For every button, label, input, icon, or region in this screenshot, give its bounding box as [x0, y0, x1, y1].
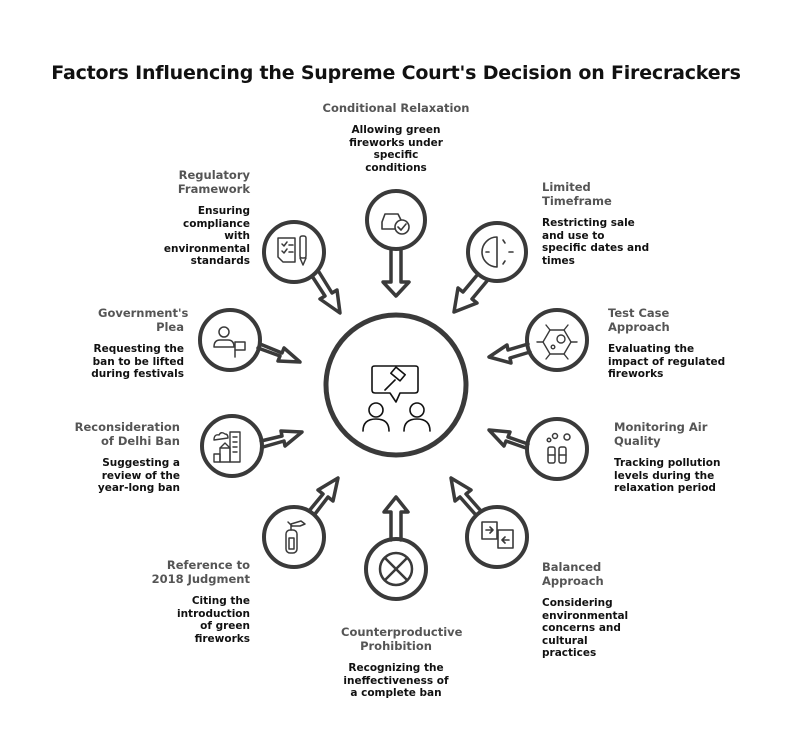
hexagon-molecule-icon — [536, 324, 578, 360]
factor-node-balanced-approach — [449, 476, 529, 569]
factor-heading: Conditional Relaxation — [322, 101, 470, 115]
factor-description: Ensuring compliance with environmental s… — [163, 205, 250, 267]
factor-heading: Reconsideration of Delhi Ban — [74, 420, 180, 448]
factor-heading: Monitoring Air Quality — [614, 420, 708, 448]
factor-description: Restricting sale and use to specific dat… — [542, 217, 650, 267]
factor-node-counterproductive-prohibition — [364, 495, 428, 601]
exchange-documents-icon — [481, 521, 514, 549]
factor-limited-timeframe: Limited Timeframe Restricting sale and u… — [542, 180, 652, 267]
factor-heading: Reference to 2018 Judgment — [151, 558, 250, 586]
factor-description: Allowing green fireworks under specific … — [349, 124, 443, 174]
factor-heading: Counterproductive Prohibition — [341, 625, 463, 653]
factor-test-case-approach: Test Case Approach Evaluating the impact… — [608, 306, 726, 381]
factor-node-government-plea — [198, 308, 302, 372]
factor-reconsideration-delhi-ban: Reconsideration of Delhi Ban Suggesting … — [72, 420, 180, 495]
car-check-icon — [381, 213, 410, 235]
person-flag-icon — [213, 326, 246, 358]
factor-description: Evaluating the impact of regulated firew… — [608, 343, 726, 380]
center-hub — [323, 312, 469, 458]
factor-heading: Regulatory Framework — [177, 168, 250, 196]
factor-node-limited-timeframe — [452, 221, 528, 314]
factor-heading: Government's Plea — [98, 306, 189, 334]
factor-counterproductive-prohibition: Counterproductive Prohibition Recognizin… — [321, 625, 471, 700]
half-clock-icon — [481, 236, 514, 268]
factor-node-delhi-ban — [200, 414, 304, 478]
checklist-pen-icon — [277, 235, 307, 266]
fire-extinguisher-icon — [285, 520, 306, 554]
factor-monitoring-air-quality: Monitoring Air Quality Tracking pollutio… — [614, 420, 724, 495]
diagram-title: Factors Influencing the Supreme Court's … — [51, 62, 741, 84]
factor-node-2018-judgment — [262, 476, 340, 569]
factor-description: Tracking pollution levels during the rel… — [614, 457, 721, 494]
factor-heading: Balanced Approach — [542, 560, 604, 588]
factor-description: Requesting the ban to be lifted during f… — [91, 343, 184, 380]
factor-regulatory-framework: Regulatory Framework Ensuring compliance… — [150, 168, 250, 268]
factor-conditional-relaxation: Conditional Relaxation Allowing green fi… — [321, 101, 471, 174]
factor-node-conditional-relaxation — [365, 189, 427, 298]
factor-description: Recognizing the ineffectiveness of a com… — [343, 662, 449, 699]
factor-reference-2018-judgment: Reference to 2018 Judgment Citing the in… — [150, 558, 250, 645]
x-circle-icon — [378, 551, 414, 587]
factor-heading: Test Case Approach — [608, 306, 670, 334]
air-quality-sensors-icon — [546, 432, 571, 464]
factor-description: Considering environmental concerns and c… — [542, 597, 629, 659]
factor-heading: Limited Timeframe — [542, 180, 612, 208]
factor-node-regulatory-framework — [262, 220, 342, 315]
factor-balanced-approach: Balanced Approach Considering environmen… — [542, 560, 642, 660]
factor-description: Citing the introduction of green firewor… — [176, 595, 250, 645]
factor-node-test-case — [487, 308, 589, 372]
factor-government-plea: Government's Plea Requesting the ban to … — [78, 306, 189, 381]
factor-node-air-quality — [487, 417, 589, 481]
city-buildings-icon — [213, 431, 241, 463]
factor-description: Suggesting a review of the year-long ban — [97, 457, 180, 494]
court-hearing-gavel-icon — [362, 365, 431, 432]
